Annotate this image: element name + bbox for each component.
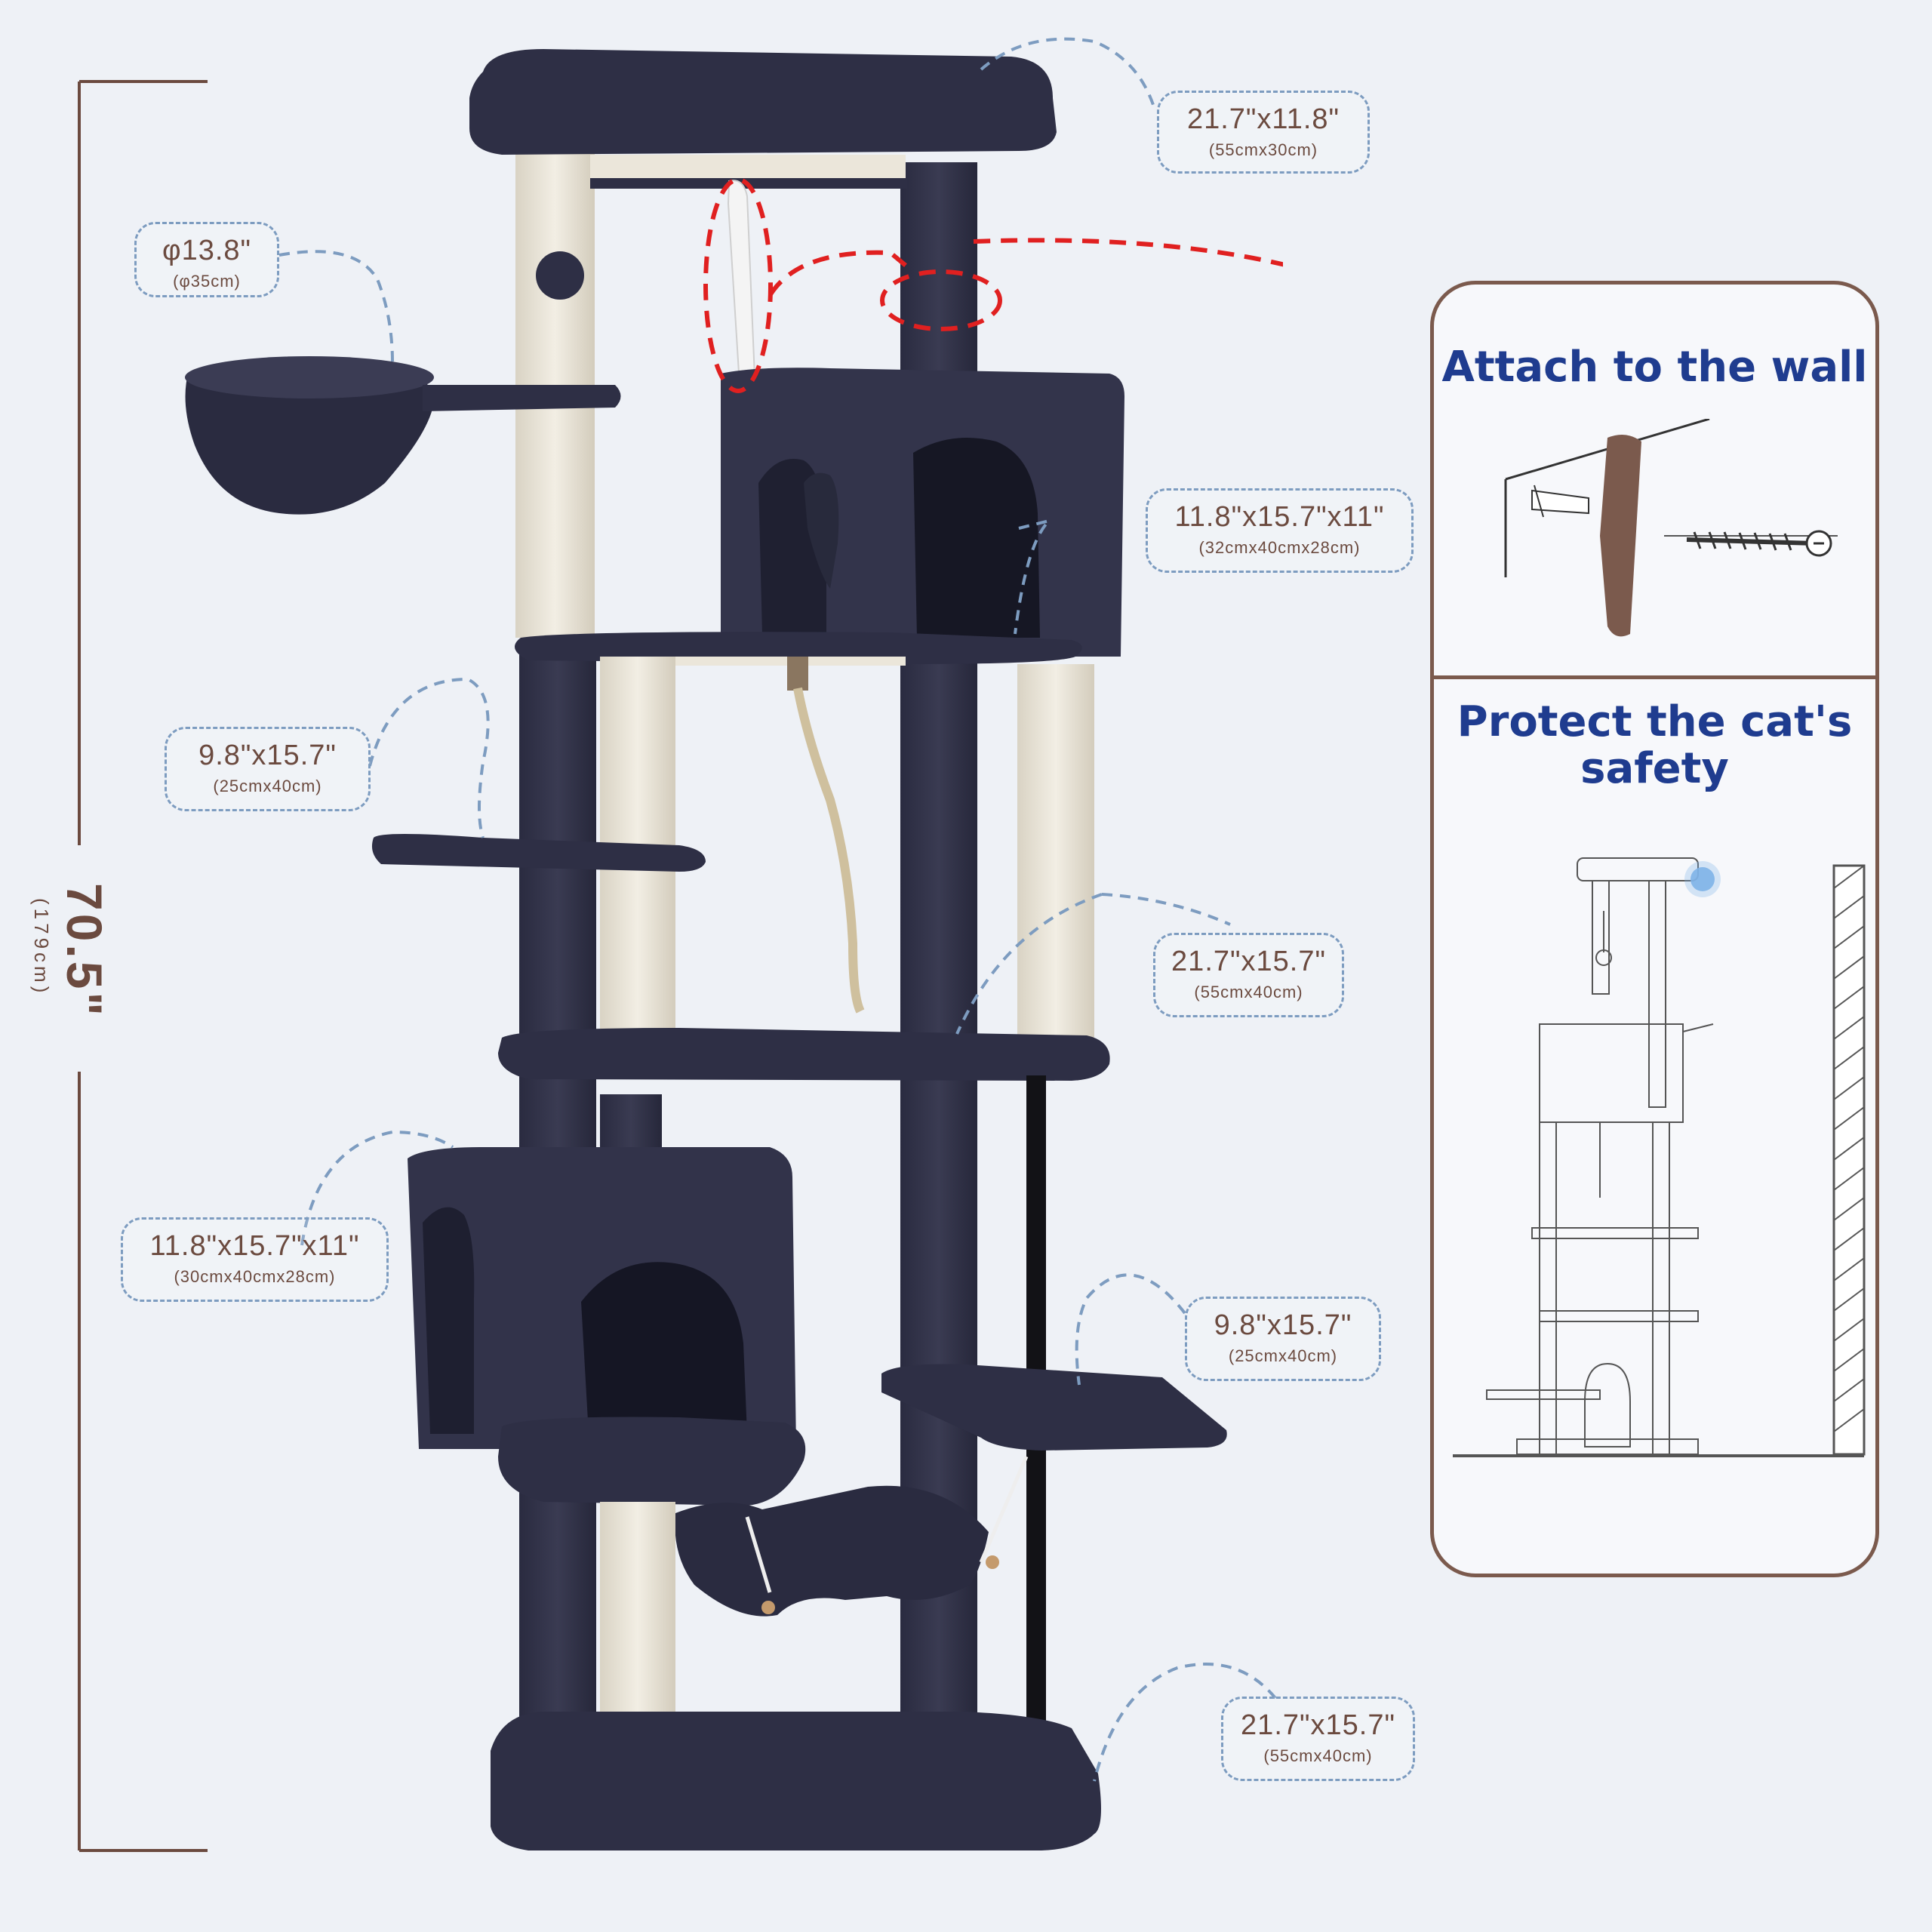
dim-middle-platform-sub: (55cmx40cm) [1194, 983, 1303, 1001]
attach-title: Attach to the wall [1441, 343, 1868, 392]
cat-tree-image [185, 37, 1283, 1850]
dim-upper-step: 9.8"x15.7" (25cmx40cm) [165, 727, 371, 811]
dim-basket: φ13.8" (φ35cm) [134, 222, 279, 297]
dim-lower-step: 9.8"x15.7" (25cmx40cm) [1185, 1297, 1381, 1381]
dim-middle-platform-main: 21.7"x15.7" [1171, 946, 1326, 977]
dim-lower-step-main: 9.8"x15.7" [1214, 1309, 1352, 1341]
dim-middle-platform: 21.7"x15.7" (55cmx40cm) [1153, 933, 1344, 1017]
dim-upper-step-sub: (25cmx40cm) [213, 777, 322, 795]
dim-lower-step-sub: (25cmx40cm) [1228, 1346, 1338, 1365]
dim-lower-condo-sub: (30cmx40cmx28cm) [174, 1267, 336, 1286]
dim-lower-condo-main: 11.8"x15.7"x11" [149, 1230, 360, 1262]
height-measure-line [23, 80, 208, 1852]
dim-upper-condo-main: 11.8"x15.7"x11" [1174, 501, 1385, 533]
protect-title-line2: safety [1580, 744, 1729, 793]
dim-basket-main: φ13.8" [162, 235, 252, 266]
dim-upper-condo: 11.8"x15.7"x11" (32cmx40cmx28cm) [1146, 488, 1414, 573]
wall-mounted-tree-illustration [1453, 857, 1866, 1457]
dim-base-sub: (55cmx40cm) [1263, 1746, 1373, 1765]
dim-top-perch: 21.7"x11.8" (55cmx30cm) [1157, 91, 1370, 174]
info-panel: Attach to the wall Protect the cat's saf… [1430, 281, 1879, 1577]
dim-upper-condo-sub: (32cmx40cmx28cm) [1198, 538, 1361, 557]
panel-divider [1434, 675, 1875, 679]
protect-title-line1: Protect the cat's [1457, 697, 1853, 746]
dim-upper-step-main: 9.8"x15.7" [198, 740, 337, 771]
dim-top-perch-sub: (55cmx30cm) [1208, 140, 1318, 159]
dim-basket-sub: (φ35cm) [173, 272, 241, 291]
dim-lower-condo: 11.8"x15.7"x11" (30cmx40cmx28cm) [121, 1217, 389, 1302]
dim-top-perch-main: 21.7"x11.8" [1186, 103, 1340, 135]
wall-anchor-illustration [1504, 419, 1838, 637]
dim-base-main: 21.7"x15.7" [1241, 1709, 1395, 1741]
dim-base: 21.7"x15.7" (55cmx40cm) [1221, 1697, 1415, 1781]
